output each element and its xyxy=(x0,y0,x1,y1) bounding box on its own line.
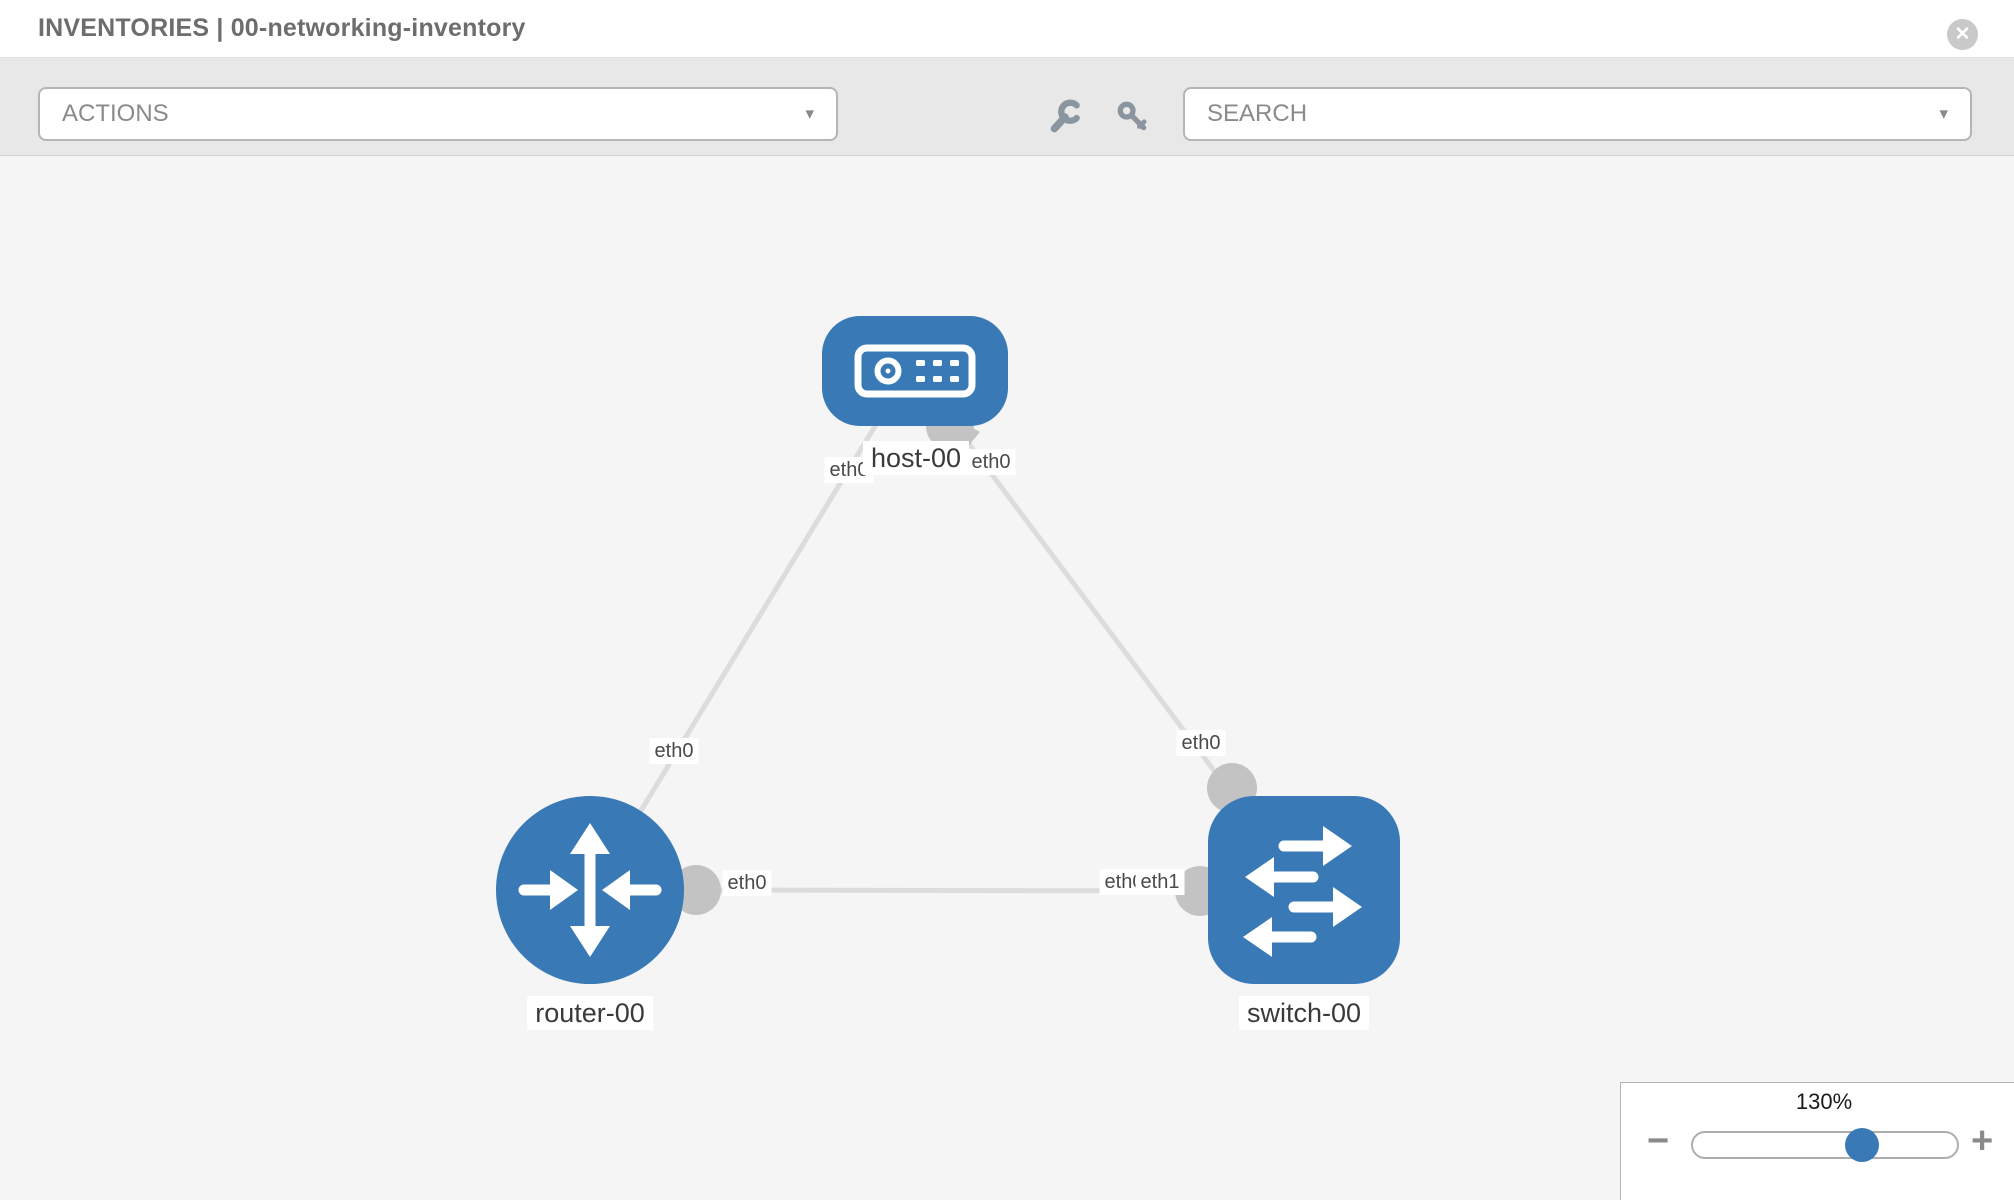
actions-dropdown[interactable]: ACTIONS ▾ xyxy=(38,87,838,141)
zoom-out-button[interactable]: − xyxy=(1647,1120,1670,1162)
close-icon: ✕ xyxy=(1954,24,1971,45)
key-icon[interactable] xyxy=(1115,99,1151,135)
zoom-slider[interactable] xyxy=(1691,1128,1959,1162)
actions-dropdown-label: ACTIONS xyxy=(62,100,169,127)
page-title: INVENTORIES | 00-networking-inventory xyxy=(38,14,526,42)
interface-label: eth0 xyxy=(1176,730,1226,756)
chevron-down-icon: ▾ xyxy=(805,104,814,123)
wrench-icon[interactable] xyxy=(1047,99,1083,135)
zoom-panel: 130% − + xyxy=(1620,1082,2014,1200)
zoom-value: 130% xyxy=(1795,1089,1853,1114)
switch-icon xyxy=(1243,826,1362,957)
node-switch-00[interactable] xyxy=(1208,796,1400,984)
router-icon xyxy=(518,823,662,957)
search-dropdown-label: SEARCH xyxy=(1207,100,1308,127)
interface-label: eth0 xyxy=(722,870,772,896)
interface-label: eth1 xyxy=(1135,869,1185,895)
interface-label: eth0 xyxy=(649,738,699,764)
topology-svg xyxy=(496,316,1400,984)
node-label-router: router-00 xyxy=(527,996,653,1030)
node-host-00[interactable] xyxy=(822,316,1008,426)
node-router-00[interactable] xyxy=(496,796,684,984)
zoom-slider-thumb[interactable] xyxy=(1845,1128,1879,1162)
toolbar: ACTIONS ▾ SEARCH ▾ xyxy=(0,58,2014,156)
header: INVENTORIES | 00-networking-inventory ✕ xyxy=(0,0,2014,58)
port-dot-router[interactable] xyxy=(671,865,721,915)
search-dropdown[interactable]: SEARCH ▾ xyxy=(1183,87,1972,141)
node-label-switch: switch-00 xyxy=(1238,996,1370,1030)
zoom-in-button[interactable]: + xyxy=(1971,1120,1994,1162)
host-icon xyxy=(854,344,976,398)
close-button[interactable]: ✕ xyxy=(1947,19,1978,50)
topology-canvas[interactable]: eth0 eth0 eth0 eth0 eth0 eth0 eth1 host-… xyxy=(0,156,2014,1200)
node-label-host: host-00 xyxy=(862,441,970,475)
chevron-down-icon: ▾ xyxy=(1939,104,1948,123)
interface-label: eth0 xyxy=(966,449,1016,475)
